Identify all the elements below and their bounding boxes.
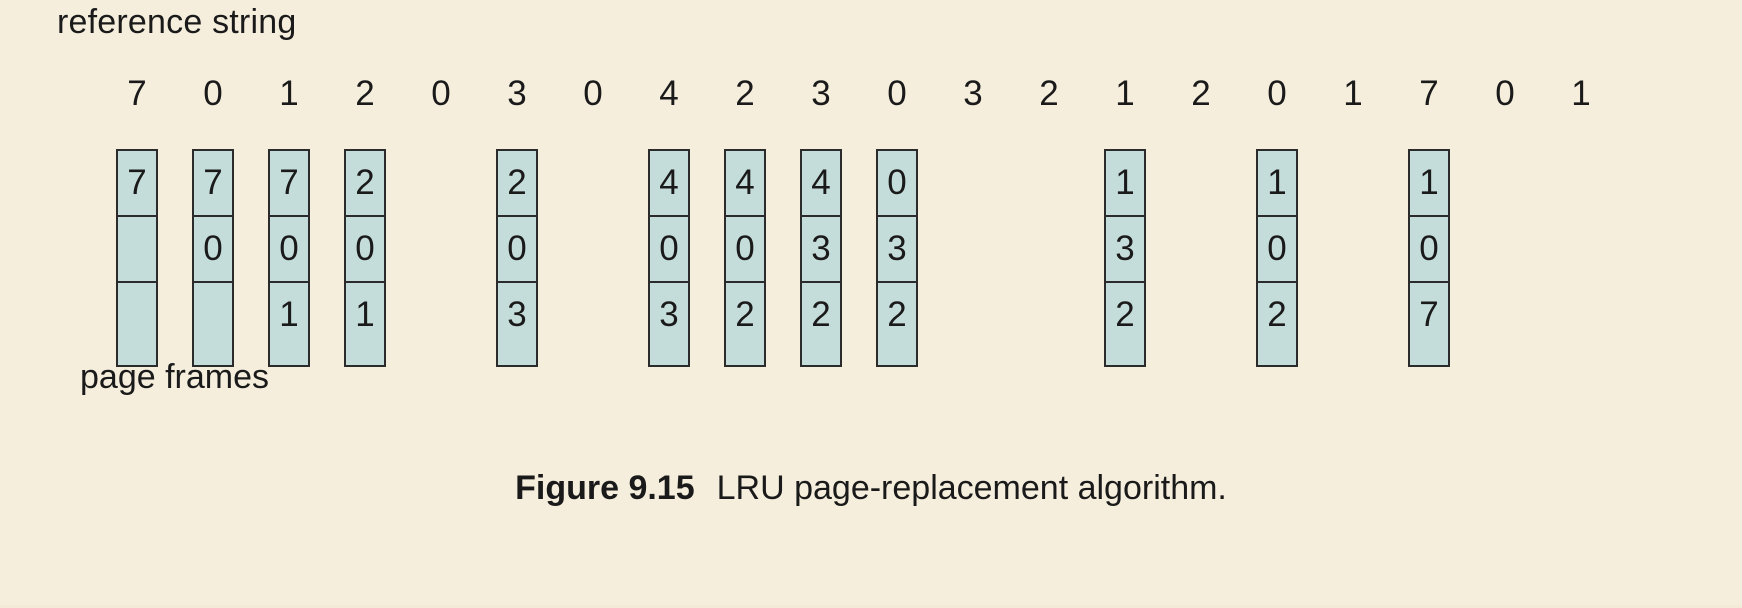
reference-string-value: 1 xyxy=(1115,74,1135,113)
reference-string-value: 0 xyxy=(431,74,451,113)
frame-cell: 0 xyxy=(1410,217,1448,283)
reference-string-value: 0 xyxy=(203,74,223,113)
frame-cell-empty xyxy=(118,283,156,349)
reference-string-value: 0 xyxy=(1267,74,1287,113)
frame-column-slot xyxy=(1011,149,1087,367)
frame-cell: 1 xyxy=(346,283,384,349)
frame-column: 7 xyxy=(116,149,158,367)
reference-string-value: 0 xyxy=(1495,74,1515,113)
frame-cell: 0 xyxy=(194,217,232,283)
frame-cell: 2 xyxy=(726,283,764,349)
reference-string-value: 2 xyxy=(1039,74,1059,113)
caption-text: LRU page-replacement algorithm. xyxy=(716,469,1227,507)
reference-string-value: 4 xyxy=(659,74,679,113)
frame-column-slot: 7 xyxy=(99,149,175,367)
frame-cell: 4 xyxy=(726,151,764,217)
frame-cell: 0 xyxy=(270,217,308,283)
frame-cell: 0 xyxy=(346,217,384,283)
page-bottom-edge xyxy=(0,605,1742,608)
reference-string-value: 7 xyxy=(127,74,147,113)
reference-string-value: 2 xyxy=(735,74,755,113)
frame-cell: 4 xyxy=(802,151,840,217)
reference-string-value: 3 xyxy=(507,74,527,113)
frame-cell: 3 xyxy=(650,283,688,349)
figure-caption: Figure 9.15 LRU page-replacement algorith… xyxy=(0,466,1742,510)
reference-string-value: 2 xyxy=(1191,74,1211,113)
frame-cell-empty xyxy=(194,283,232,349)
reference-string-row: 7 0 1 2 0 3 0 4 2 3 0 3 2 1 2 0 1 7 0 1 xyxy=(99,72,1619,116)
reference-string-value: 0 xyxy=(583,74,603,113)
frame-cell: 1 xyxy=(1258,151,1296,217)
frame-cell: 0 xyxy=(726,217,764,283)
frame-column-slot xyxy=(555,149,631,367)
frame-cell: 7 xyxy=(270,151,308,217)
frame-cell: 2 xyxy=(878,283,916,349)
page-frames-label: page frames xyxy=(80,358,269,396)
frame-cell: 2 xyxy=(346,151,384,217)
frame-cell: 3 xyxy=(1106,217,1144,283)
frame-cell-empty xyxy=(118,217,156,283)
frame-column-slot xyxy=(1543,149,1619,367)
frame-column-slot xyxy=(1467,149,1543,367)
reference-string-value: 3 xyxy=(811,74,831,113)
frame-cell: 4 xyxy=(650,151,688,217)
reference-string-label: reference string xyxy=(57,3,297,41)
frame-cell: 7 xyxy=(194,151,232,217)
reference-string-value: 1 xyxy=(279,74,299,113)
frame-cell: 7 xyxy=(1410,283,1448,349)
caption-number: Figure 9.15 xyxy=(515,469,695,507)
frame-cell: 3 xyxy=(878,217,916,283)
frame-cell: 0 xyxy=(650,217,688,283)
frame-column-slot xyxy=(1315,149,1391,367)
frame-cell: 0 xyxy=(878,151,916,217)
reference-string-value: 7 xyxy=(1419,74,1439,113)
frame-cell: 3 xyxy=(802,217,840,283)
frame-cell: 0 xyxy=(1258,217,1296,283)
reference-string-value: 0 xyxy=(887,74,907,113)
frame-column-slot xyxy=(403,149,479,367)
reference-string-value: 1 xyxy=(1571,74,1591,113)
frame-cell: 3 xyxy=(498,283,536,349)
frame-cell: 0 xyxy=(498,217,536,283)
frame-cell: 7 xyxy=(118,151,156,217)
frame-cell: 2 xyxy=(1106,283,1144,349)
frame-cell: 2 xyxy=(1258,283,1296,349)
frame-cell: 2 xyxy=(498,151,536,217)
reference-string-value: 1 xyxy=(1343,74,1363,113)
frame-cell: 2 xyxy=(802,283,840,349)
frame-column-slot xyxy=(935,149,1011,367)
reference-string-value: 2 xyxy=(355,74,375,113)
reference-string-value: 3 xyxy=(963,74,983,113)
frame-column-slot xyxy=(1163,149,1239,367)
frame-cell: 1 xyxy=(270,283,308,349)
frame-cell: 1 xyxy=(1410,151,1448,217)
frame-cell: 1 xyxy=(1106,151,1144,217)
